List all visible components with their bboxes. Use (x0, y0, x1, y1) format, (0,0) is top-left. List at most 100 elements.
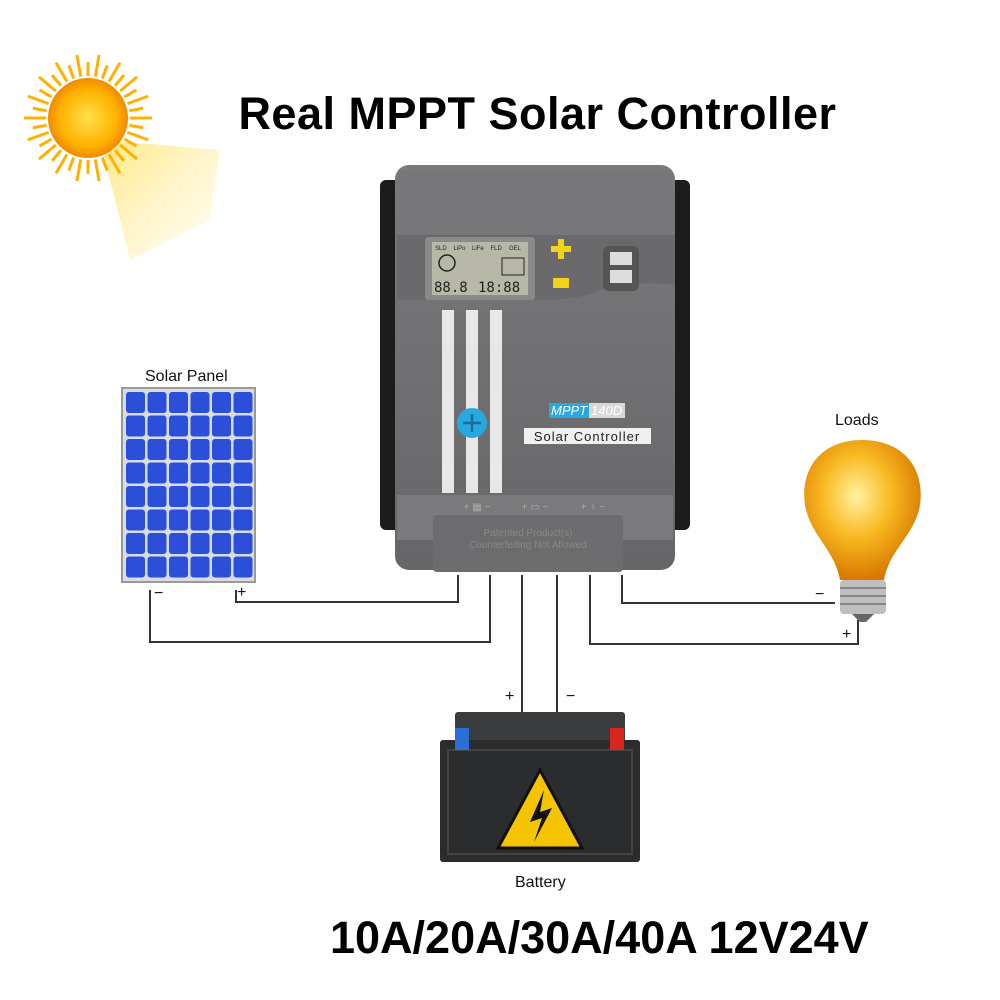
sun-ray (50, 149, 63, 162)
solar-cell (169, 509, 188, 531)
solar-cell (190, 439, 210, 460)
solar-cell (233, 439, 253, 460)
solar-cell (212, 533, 231, 554)
solar-panel-label: Solar Panel (145, 368, 228, 385)
stripe (466, 310, 478, 493)
load-plus-label: + (842, 626, 852, 643)
sun-ray (100, 64, 109, 80)
page-title: Real MPPT Solar Controller (238, 88, 837, 139)
sun-ray (38, 143, 57, 161)
model-prefix: MPPT (551, 403, 588, 418)
sun-ray (50, 74, 63, 87)
solar-cell (169, 462, 188, 484)
sun-ray (27, 94, 50, 106)
wire-solar-negative (149, 575, 491, 643)
solar-cell (233, 486, 253, 507)
sun-ray (38, 88, 53, 99)
solar-cell (126, 415, 145, 437)
minus-button[interactable] (553, 278, 569, 288)
sun-ray (107, 153, 122, 175)
solar-cell (147, 392, 167, 413)
sun-ray (67, 64, 76, 80)
terminal-label: + ▭ − (522, 502, 549, 513)
solar-cell (126, 509, 145, 531)
battery-minus-label: − (566, 688, 576, 705)
solar-panel (121, 387, 256, 583)
sun-ray (126, 94, 149, 106)
sun-ray (67, 156, 76, 172)
lcd-battery-type: LiFe (472, 246, 484, 252)
lcd-signal-icon (501, 257, 525, 276)
sun-ray (113, 149, 126, 162)
solar-cell (147, 556, 167, 578)
sun-icon (24, 54, 220, 260)
sun-ray (54, 153, 69, 175)
battery-label: Battery (515, 874, 566, 891)
sun-ray (129, 106, 144, 113)
solar-cell (212, 556, 231, 578)
solar-cell (169, 439, 188, 460)
sun-ray (119, 75, 138, 93)
terminal-cover[interactable] (433, 515, 623, 572)
solar-cell (147, 462, 167, 484)
sun-ray (38, 137, 53, 148)
solar-cell (233, 556, 253, 578)
solar-cell (147, 439, 167, 460)
lcd-battery-type: SLD (435, 246, 447, 252)
sun-ray (129, 123, 144, 130)
solar-cell (212, 509, 231, 531)
light-bulb-icon (804, 440, 921, 622)
sun-ray (100, 156, 109, 172)
solar-cell (126, 486, 145, 507)
terminal-label: + ▦ − (464, 502, 491, 513)
lcd-battery-type: FLD (491, 246, 503, 252)
solar-cell (212, 486, 231, 507)
load-minus-label: − (815, 586, 825, 603)
plus-button[interactable] (551, 239, 571, 259)
wires (149, 575, 859, 712)
solar-cell (169, 415, 188, 437)
sun-ray (32, 106, 47, 113)
solar-cell (212, 392, 231, 413)
stripe (490, 310, 502, 493)
terminal-label: + ♀ − (581, 502, 606, 513)
solar-cell (147, 415, 167, 437)
solar-cell (169, 556, 188, 578)
lcd-screen (432, 242, 528, 295)
sun-ray (126, 130, 149, 142)
solar-cell (126, 392, 145, 413)
solar-cell (190, 509, 210, 531)
solar-cell (147, 486, 167, 507)
sun-ray (32, 123, 47, 130)
battery-plus-label: + (505, 688, 515, 705)
wire-load-positive (589, 575, 859, 645)
solar-cell (190, 392, 210, 413)
solar-cell (147, 533, 167, 554)
wire-load-negative (621, 575, 835, 604)
solar-cell (233, 462, 253, 484)
solar-minus-label: − (154, 585, 164, 602)
lcd-left-digits: 88.8 (434, 280, 468, 296)
solar-cell (190, 415, 210, 437)
sun-ray (27, 130, 50, 142)
solar-cell (126, 533, 145, 554)
controller-name: Solar Controller (534, 429, 640, 444)
solar-cell (233, 533, 253, 554)
sun-ray (54, 61, 69, 83)
sun-ray (93, 54, 101, 77)
solar-cell (190, 533, 210, 554)
solar-cell (126, 439, 145, 460)
solar-cell (233, 392, 253, 413)
stripe (442, 310, 454, 493)
sun-ray (113, 74, 126, 87)
sun-ray (93, 159, 101, 182)
solar-cell (233, 415, 253, 437)
loads-label: Loads (835, 412, 879, 429)
sun-ray (119, 143, 138, 161)
solar-cell (190, 556, 210, 578)
sun-ray (123, 137, 138, 148)
battery-icon (440, 712, 640, 862)
solar-cell (169, 486, 188, 507)
